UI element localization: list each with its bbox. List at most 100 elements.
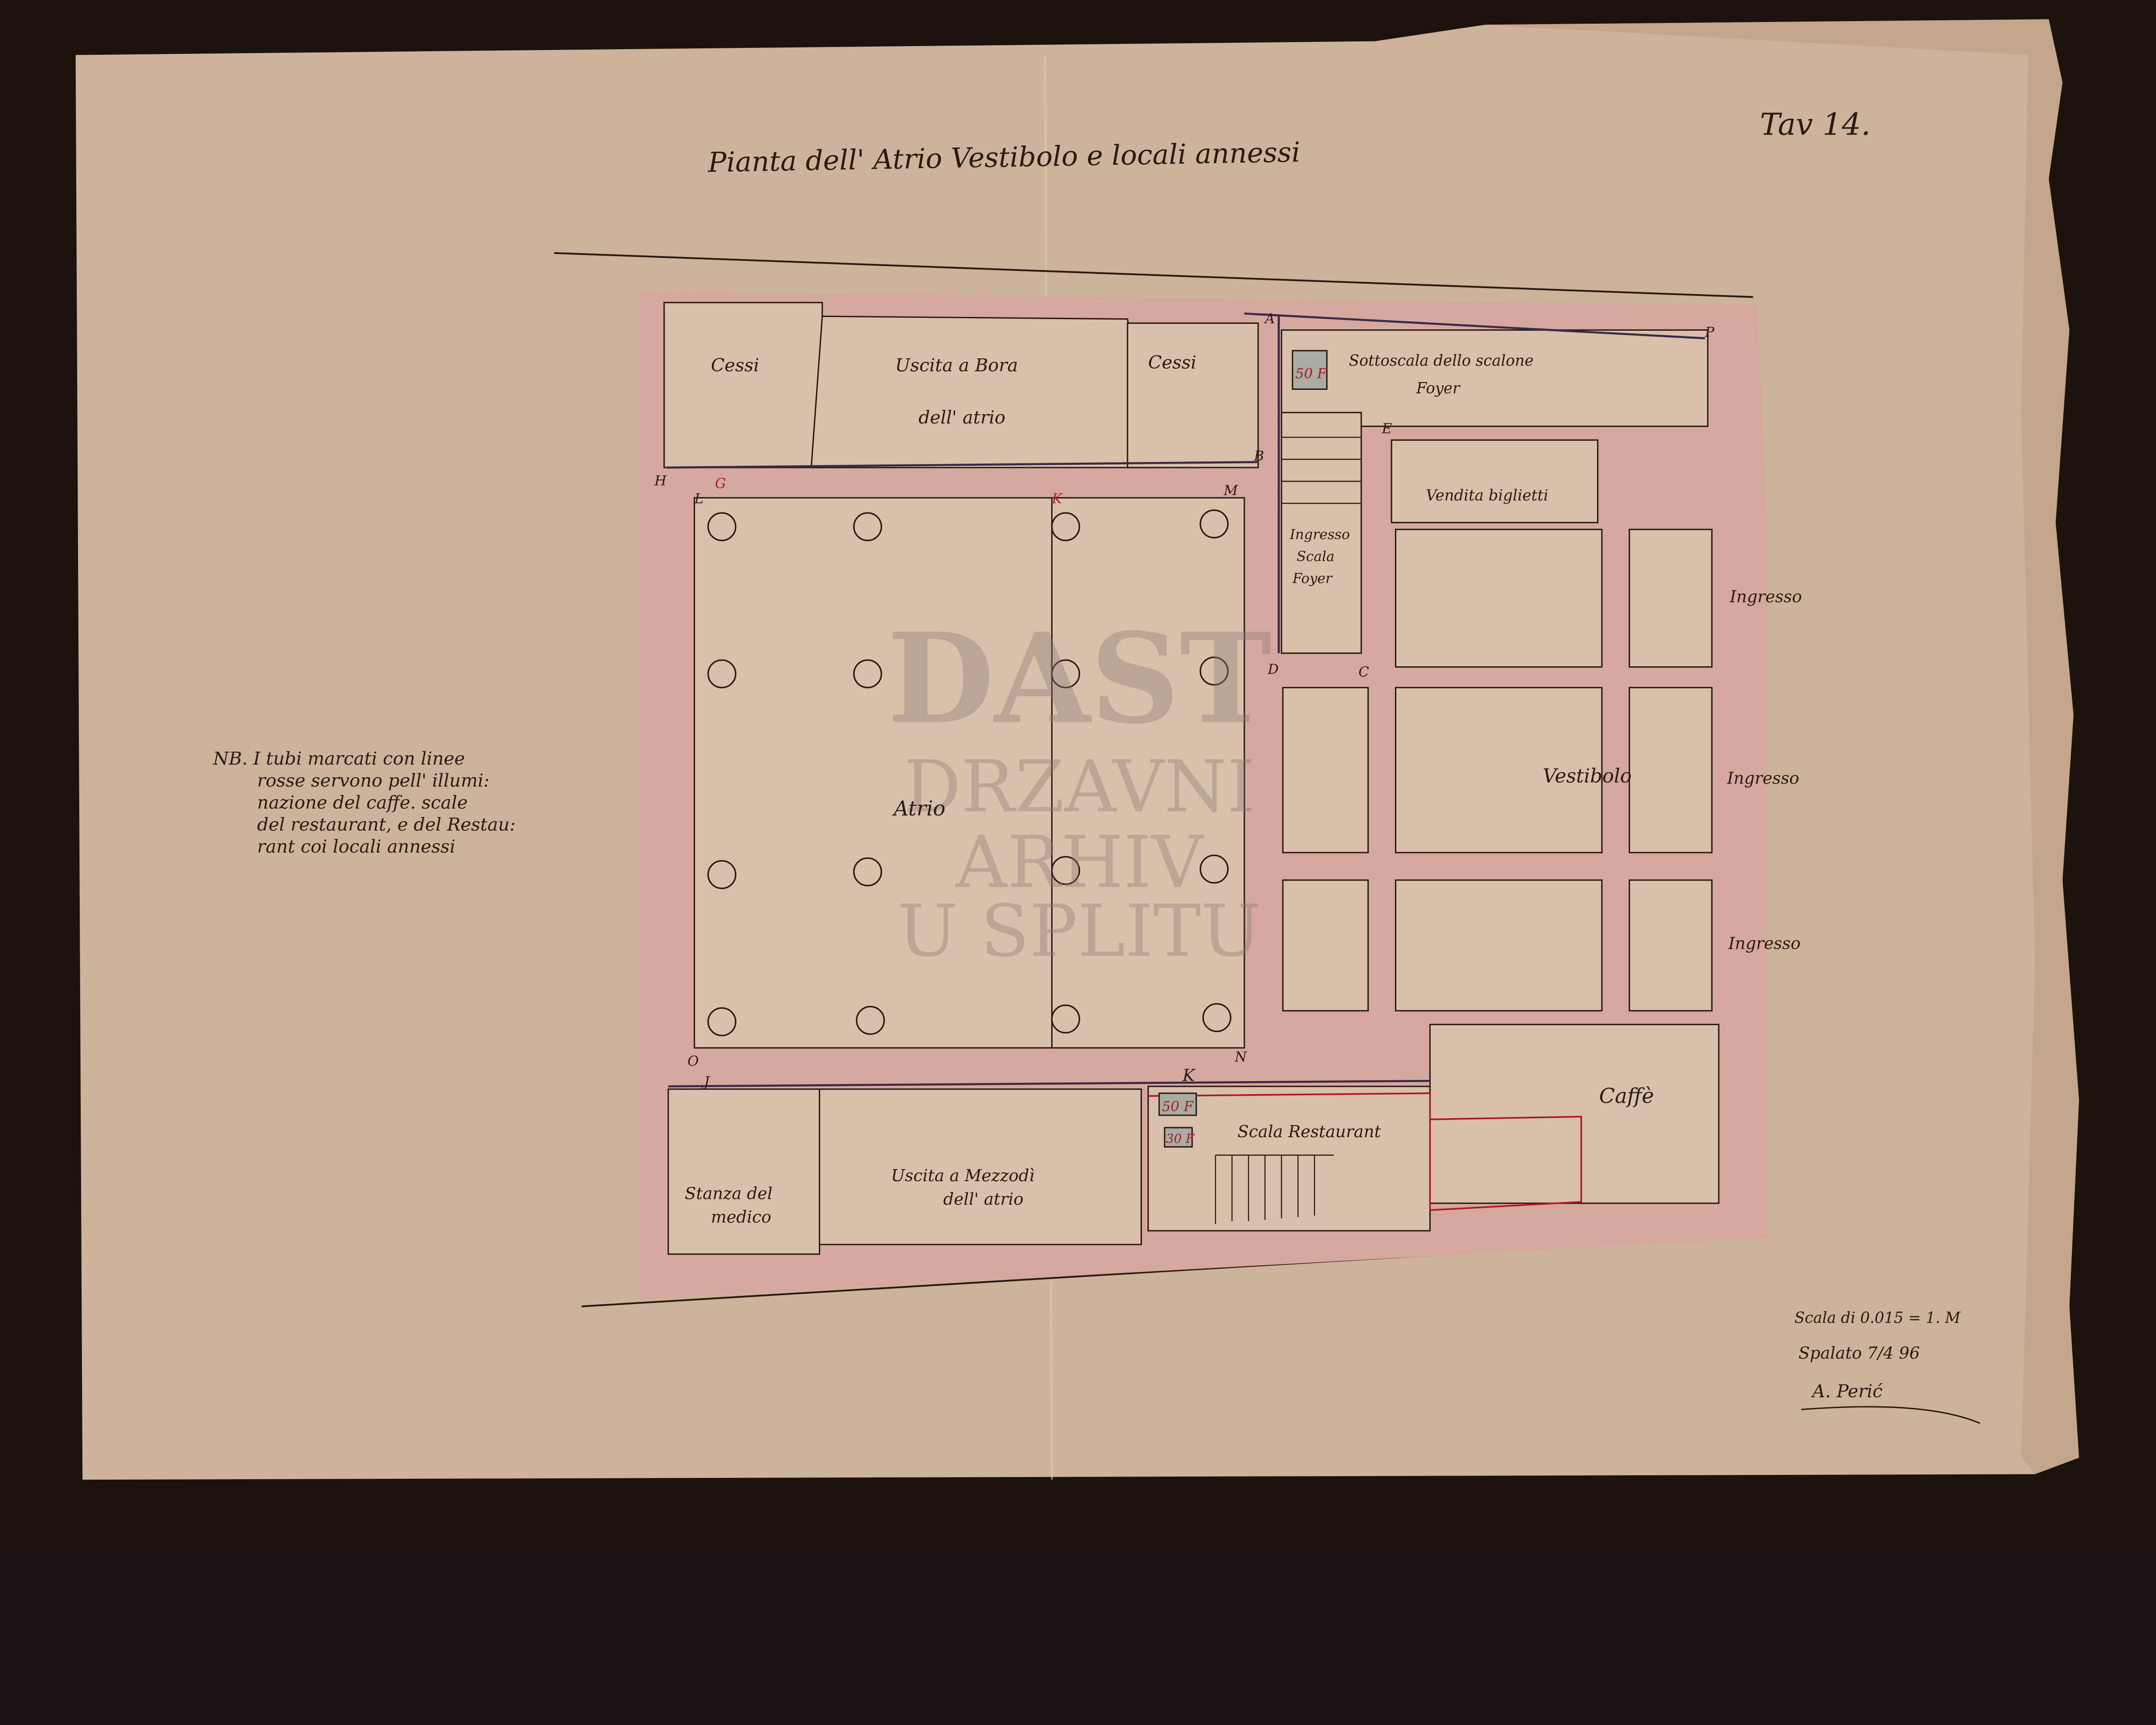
fixture-box-scala-1: 50 F xyxy=(1158,1092,1197,1116)
point-c: C xyxy=(1359,664,1369,680)
column xyxy=(707,659,736,689)
note-line: rosse servono pell' illumi: xyxy=(257,770,489,791)
note-line: del restaurant, e del Restau: xyxy=(257,814,515,835)
place-date: Spalato 7/4 96 xyxy=(1799,1344,1920,1363)
archive-watermark: DAST DRZAVNI ARHIV U SPLITU xyxy=(887,606,1272,973)
street-line-top xyxy=(554,252,1753,298)
columns xyxy=(707,509,1232,1036)
room-side-1 xyxy=(1282,687,1369,853)
room-sottoscala xyxy=(1281,329,1709,427)
scanned-drawing: 50 F 50 F 30 F DAST DRZAVNI ARHIV U SPLI… xyxy=(75,19,2079,1480)
column xyxy=(853,857,882,887)
column xyxy=(1200,509,1229,539)
stair-treads xyxy=(1215,436,1361,1224)
room-uscita-bora xyxy=(810,315,1156,468)
reference-letters: H L M K O J N K P A B C D E G xyxy=(654,310,1714,1090)
watermark-line: DAST xyxy=(887,606,1272,751)
column xyxy=(1200,854,1229,884)
label-sottoscala-2: Foyer xyxy=(1416,380,1460,397)
point-g: G xyxy=(715,475,726,492)
point-d: D xyxy=(1267,661,1279,677)
room-ingresso-2 xyxy=(1629,687,1713,853)
point-h: H xyxy=(654,473,667,489)
room-atrio xyxy=(693,497,1245,1049)
fixture-label: 50 F xyxy=(1295,365,1328,382)
room-vestibolo-2 xyxy=(1395,687,1603,853)
room-ingresso-3 xyxy=(1629,879,1713,1012)
note-line: NB. I tubi marcati con linee xyxy=(213,748,465,769)
point-l: L xyxy=(694,490,703,507)
fixture-box-sottoscala: 50 F xyxy=(1291,350,1328,390)
label-ingresso-1: Ingresso xyxy=(1729,587,1802,607)
point-o: O xyxy=(687,1053,699,1069)
room-caffe xyxy=(1429,1024,1720,1204)
room-cessi-right xyxy=(1127,322,1259,468)
column xyxy=(1051,659,1080,689)
point-k-top: K xyxy=(1051,490,1063,507)
room-vestibolo-1 xyxy=(1395,529,1603,668)
column xyxy=(1051,512,1080,541)
room-labels: Cessi Uscita a Bora dell' atrio Cessi So… xyxy=(685,352,1802,1227)
label-uscita-bora: Uscita a Bora xyxy=(895,355,1018,376)
plate-number: Tav 14. xyxy=(1760,107,1871,142)
legend-note: NB. I tubi marcati con linee rosse servo… xyxy=(213,748,516,857)
room-uscita-mezzodi xyxy=(818,1088,1142,1245)
label-sottoscala: Sottoscala dello scalone xyxy=(1349,352,1533,370)
room-side-2 xyxy=(1282,879,1369,1012)
label-ingresso-3: Ingresso xyxy=(1728,934,1800,953)
column xyxy=(1051,856,1080,885)
room-vestibolo-3 xyxy=(1395,879,1603,1012)
label-atrio: Atrio xyxy=(892,797,946,821)
label-vestibolo: Vestibolo xyxy=(1543,765,1632,787)
room-vendita xyxy=(1391,439,1598,524)
label-ingresso-scala: Ingresso xyxy=(1289,526,1350,543)
point-e: E xyxy=(1382,420,1392,436)
footer-block: Scala di 0.015 = 1. M Spalato 7/4 96 A. … xyxy=(1794,1309,1981,1424)
point-j: J xyxy=(702,1073,711,1090)
room-ingresso-1 xyxy=(1629,529,1713,668)
point-k-bottom: K xyxy=(1182,1066,1196,1085)
label-ingresso-scala-2: Scala xyxy=(1297,548,1335,565)
label-cessi-right: Cessi xyxy=(1148,352,1197,373)
point-p: P xyxy=(1705,324,1714,340)
label-stanza-medico: Stanza del xyxy=(685,1184,772,1204)
point-a: A xyxy=(1264,310,1275,326)
column xyxy=(707,1007,736,1036)
column xyxy=(1051,1004,1080,1034)
column xyxy=(707,512,736,541)
point-n: N xyxy=(1235,1049,1247,1065)
watermark-line: U SPLITU xyxy=(897,890,1261,973)
label-cessi-left: Cessi xyxy=(711,355,759,376)
fixture-box-scala-2: 30 F xyxy=(1164,1127,1195,1148)
label-caffe: Caffè xyxy=(1599,1084,1654,1108)
column xyxy=(853,512,882,541)
column xyxy=(856,1006,885,1035)
scale-text: Scala di 0.015 = 1. M xyxy=(1794,1309,1961,1327)
room-stanza-medico xyxy=(667,1088,821,1255)
signature-flourish xyxy=(1801,1406,1981,1424)
label-uscita-mezzodi: Uscita a Mezzodì xyxy=(891,1166,1034,1186)
column xyxy=(1200,656,1229,686)
room-cessi-left xyxy=(663,301,823,468)
watermark-line: DRZAVNI xyxy=(904,745,1255,828)
signature: A. Perić xyxy=(1811,1381,1883,1402)
point-m: M xyxy=(1223,482,1238,499)
label-vendita: Vendita biglietti xyxy=(1426,487,1548,505)
column xyxy=(1202,1003,1232,1032)
watermark-line: ARHIV xyxy=(955,821,1205,904)
fixture-label: 50 F xyxy=(1162,1098,1194,1115)
label-uscita-mezzodi-2: dell' atrio xyxy=(943,1189,1024,1209)
pipes-red xyxy=(1148,1092,1583,1211)
fixture-label: 30 F xyxy=(1166,1131,1195,1146)
point-b: B xyxy=(1253,448,1264,464)
label-scala-restaurant: Scala Restaurant xyxy=(1238,1122,1381,1142)
label-ingresso-2: Ingresso xyxy=(1727,769,1799,788)
note-line: rant coi locali annessi xyxy=(257,836,455,857)
note-line: nazione del caffe. scale xyxy=(257,792,467,813)
pipes-dark xyxy=(667,312,1705,1088)
rooms xyxy=(663,301,1720,1255)
label-stanza-medico-2: medico xyxy=(711,1208,771,1227)
label-ingresso-scala-3: Foyer xyxy=(1292,570,1332,586)
room-stairs xyxy=(1281,412,1362,654)
column xyxy=(853,659,882,689)
